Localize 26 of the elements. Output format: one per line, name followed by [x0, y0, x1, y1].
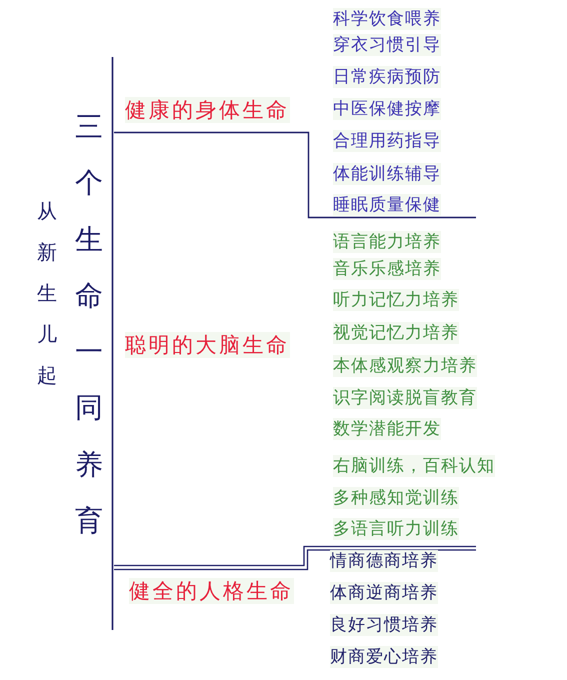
list-item-text: 语言能力培养: [333, 231, 441, 253]
category-heading: 聪明的大脑生命: [125, 332, 290, 358]
list-item-text: 体商逆商培养: [330, 582, 438, 604]
category-heading: 健康的身体生命: [125, 97, 290, 123]
vertical-text: 从新生儿起: [36, 198, 58, 388]
vertical-title: 三个生命一同养育: [74, 109, 104, 540]
list-item-text: 日常疾病预防: [333, 66, 441, 88]
list-item-text: 中医保健按摩: [333, 98, 441, 120]
list-item-text: 听力记忆力培养: [333, 289, 459, 311]
category-heading: 健全的人格生命: [129, 578, 294, 604]
list-item-text: 睡眠质量保健: [333, 194, 441, 216]
list-item-text: 右脑训练，百科认知: [333, 455, 495, 477]
list-item-text: 合理用药指导: [333, 130, 441, 152]
list-item-text: 情商德商培养: [330, 550, 438, 572]
list-item-text: 科学饮食喂养: [333, 8, 441, 30]
list-item-text: 音乐乐感培养: [333, 258, 441, 280]
list-item-text: 穿衣习惯引导: [333, 34, 441, 56]
list-item-text: 本体感观察力培养: [333, 355, 477, 377]
list-item-text: 体能训练辅导: [333, 163, 441, 185]
list-item-text: 多语言听力训练: [333, 518, 459, 540]
list-item-text: 多种感知觉训练: [333, 487, 459, 509]
list-item-text: 财商爱心培养: [330, 646, 438, 668]
list-item-text: 良好习惯培养: [330, 614, 438, 636]
list-item-text: 识字阅读脱盲教育: [333, 387, 477, 409]
list-item-text: 数学潜能开发: [333, 418, 441, 440]
list-item-text: 视觉记忆力培养: [333, 322, 459, 344]
